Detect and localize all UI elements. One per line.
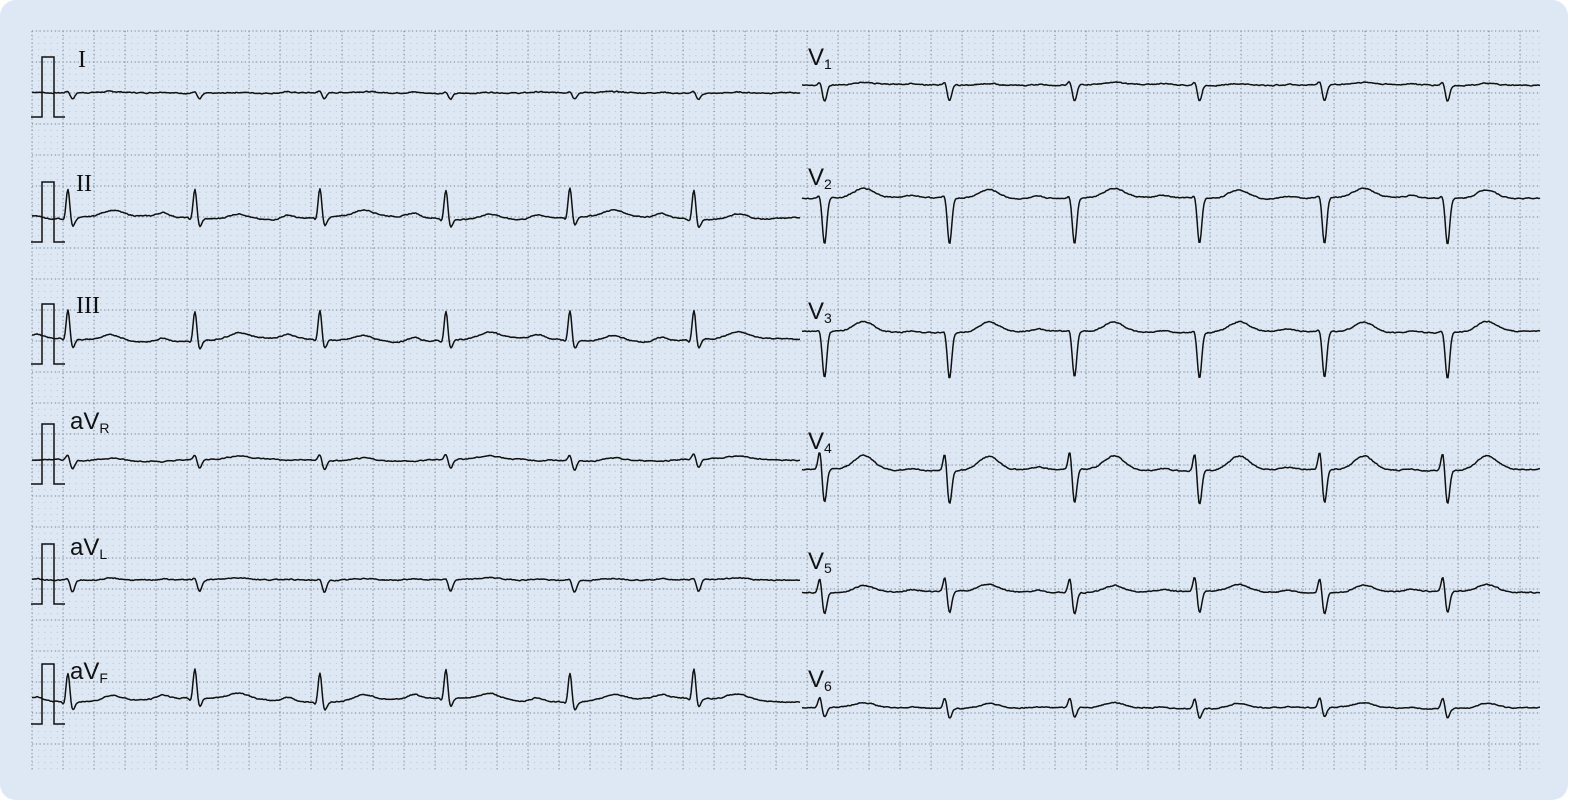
lead-label-text: aV bbox=[70, 534, 100, 561]
trace-v4 bbox=[801, 452, 1541, 505]
trace-avl bbox=[31, 576, 801, 593]
lead-label-sub: 4 bbox=[824, 440, 832, 456]
lead-label-text: I bbox=[78, 47, 86, 73]
calibration-pulse bbox=[31, 181, 65, 243]
lead-label-ii: II bbox=[76, 172, 92, 196]
calibration-pulse bbox=[31, 303, 65, 365]
trace-i bbox=[31, 90, 801, 101]
trace-v2 bbox=[801, 187, 1541, 245]
calibration-pulse bbox=[31, 56, 65, 118]
lead-label-sub: R bbox=[99, 420, 110, 436]
lead-label-v6: V6 bbox=[808, 666, 832, 694]
lead-label-v3: V3 bbox=[808, 298, 832, 326]
lead-label-sub: 5 bbox=[824, 560, 832, 576]
calibration-pulse bbox=[31, 663, 65, 725]
lead-label-text: V bbox=[808, 44, 825, 71]
lead-label-v4: V4 bbox=[808, 428, 832, 456]
trace-v6 bbox=[802, 696, 1540, 719]
lead-label-sub: L bbox=[99, 546, 108, 562]
grid-major-lines bbox=[31, 30, 1540, 772]
lead-label-v5: V5 bbox=[808, 548, 832, 576]
lead-label-avr: aVR bbox=[70, 408, 110, 436]
lead-label-text: II bbox=[76, 171, 92, 197]
lead-label-sub: 1 bbox=[824, 56, 832, 72]
lead-label-text: V bbox=[808, 548, 825, 575]
lead-label-sub: 3 bbox=[824, 310, 832, 326]
trace-iii bbox=[32, 309, 801, 350]
lead-label-sub: 6 bbox=[824, 678, 832, 694]
lead-label-v2: V2 bbox=[808, 164, 832, 192]
lead-label-sub: F bbox=[99, 670, 108, 686]
lead-label-sub: 2 bbox=[824, 176, 832, 192]
trace-v5 bbox=[801, 576, 1541, 615]
lead-label-iii: III bbox=[76, 294, 100, 318]
lead-label-text: V bbox=[808, 164, 825, 191]
lead-label-text: III bbox=[76, 293, 100, 319]
ecg-chart bbox=[31, 30, 1541, 772]
trace-ii bbox=[31, 187, 801, 229]
lead-label-avf: aVF bbox=[70, 658, 108, 686]
trace-avr bbox=[31, 453, 801, 471]
calibration-pulse bbox=[31, 543, 65, 605]
grid-minor-dots bbox=[32, 30, 1540, 770]
lead-label-avl: aVL bbox=[70, 534, 108, 562]
lead-label-text: V bbox=[808, 298, 825, 325]
lead-label-text: aV bbox=[70, 408, 100, 435]
ecg-panel: I II III aVR aVL aVF V1 V2 V3 V4 V5 V6 bbox=[0, 0, 1568, 800]
trace-v3 bbox=[802, 320, 1541, 379]
trace-v1 bbox=[802, 80, 1541, 102]
lead-label-v1: V1 bbox=[808, 44, 832, 72]
lead-label-text: V bbox=[808, 666, 825, 693]
trace-avf bbox=[31, 668, 801, 711]
lead-label-text: V bbox=[808, 428, 825, 455]
calibration-pulse bbox=[31, 423, 65, 485]
lead-label-i: I bbox=[78, 48, 86, 72]
lead-label-text: aV bbox=[70, 658, 100, 685]
